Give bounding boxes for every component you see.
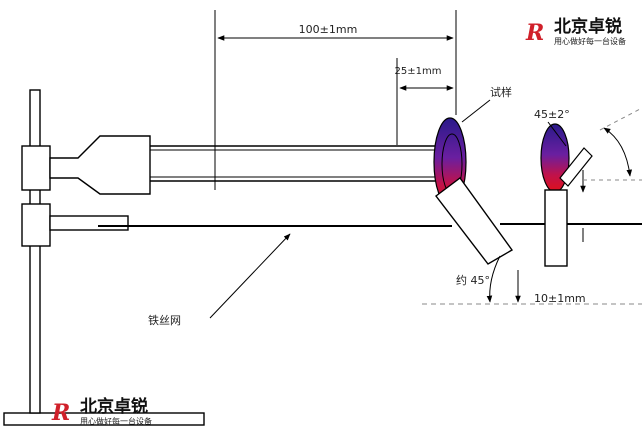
brand-tagline-bottom: 用心做好每一台设备 <box>80 416 152 426</box>
specimen-leader <box>461 99 491 123</box>
dim-25-label: 25±1mm <box>395 66 442 77</box>
lower-clamp-arm <box>49 215 129 231</box>
dim-100-label: 100±1mm <box>299 23 358 36</box>
wire-gauze-leader <box>209 233 291 319</box>
brand-name-top: 北京卓锐 <box>554 16 622 37</box>
brand-name-bottom: 北京卓锐 <box>80 396 148 417</box>
upper-clamp <box>21 145 51 191</box>
detail-angle-arc <box>603 127 633 177</box>
detail-view: 45±2° <box>500 107 642 267</box>
stand-base <box>3 412 205 426</box>
angle-approx-label: 约 45° <box>456 274 490 287</box>
angle-approx-arc <box>486 255 501 303</box>
brand-tagline-top: 用心做好每一台设备 <box>554 36 626 46</box>
detail-specimen <box>559 147 593 187</box>
lower-clamp <box>21 203 51 247</box>
brand-logo-top: R 北京卓锐 用心做好每一台设备 <box>525 16 626 46</box>
brand-mark-bottom: R <box>51 400 70 426</box>
brand-mark-top: R <box>525 20 544 46</box>
detail-dashed-diagonal <box>599 107 642 131</box>
specimen-label: 试样 <box>490 85 512 99</box>
detail-angle-leader <box>547 121 567 147</box>
dim-10-label: 10±1mm <box>534 292 586 305</box>
wire-gauze-label: 铁丝网 <box>148 314 181 327</box>
burner-holder <box>49 135 452 195</box>
retort-stand <box>3 89 205 426</box>
specimen-angled <box>435 177 514 265</box>
detail-angle-label: 45±2° <box>534 108 570 121</box>
detail-burner <box>544 189 568 267</box>
brand-logo-bottom: R 北京卓锐 用心做好每一台设备 <box>51 396 152 426</box>
stand-rod <box>29 89 41 414</box>
